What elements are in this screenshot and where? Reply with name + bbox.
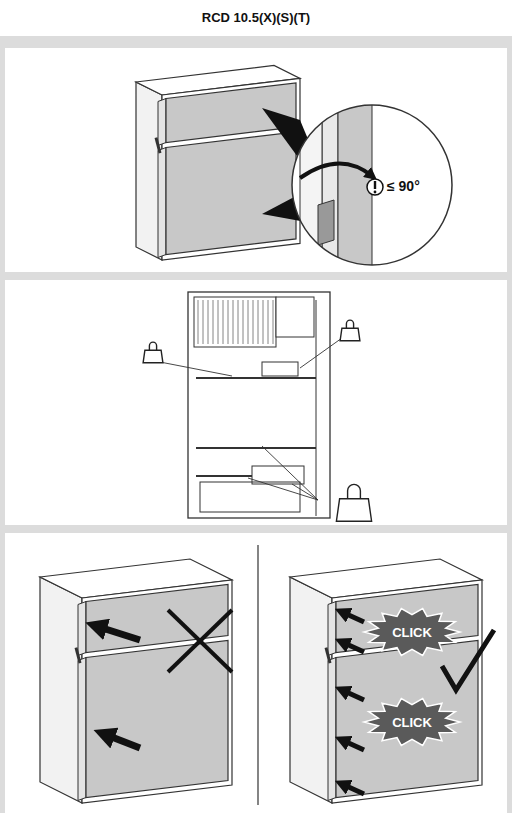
weight-handle xyxy=(346,320,353,328)
fridge-front xyxy=(82,580,232,803)
freezer-rib xyxy=(243,300,244,344)
click-burst: CLICK xyxy=(364,608,460,656)
door-edge xyxy=(158,148,166,258)
fridge-front xyxy=(332,580,482,803)
weight-body xyxy=(143,350,163,363)
weight-handle xyxy=(149,342,156,350)
door-handle xyxy=(76,648,80,664)
warning-bar xyxy=(374,181,376,189)
crisper xyxy=(200,482,300,512)
lens-content xyxy=(300,100,372,280)
cabinet-side xyxy=(300,118,322,280)
burst-text: CLICK xyxy=(364,698,460,746)
freezer-rib xyxy=(268,300,269,344)
fridge-side xyxy=(290,577,332,803)
weight-symbol xyxy=(336,484,371,521)
freezer-rib xyxy=(223,300,224,344)
door-edge xyxy=(78,658,86,801)
weight-symbol xyxy=(143,342,163,363)
freezer-rib xyxy=(213,300,214,344)
push-arrow xyxy=(342,642,364,652)
freezer-rib xyxy=(258,300,259,344)
push-arrow xyxy=(342,690,364,700)
leader-line xyxy=(160,362,232,376)
leader-line xyxy=(300,338,342,368)
freezer-rib xyxy=(253,300,254,344)
leader-line xyxy=(292,484,318,500)
lens-border xyxy=(292,105,452,265)
door-edge xyxy=(322,108,338,280)
freezer-rib xyxy=(248,300,249,344)
weight-symbol xyxy=(340,320,360,341)
push-arrow xyxy=(96,626,140,640)
panel xyxy=(5,533,507,813)
leader-line xyxy=(262,446,318,500)
fridge-front xyxy=(162,78,300,260)
angle-limit: ≤ 90° xyxy=(387,178,420,194)
freezer xyxy=(194,297,276,347)
shelf xyxy=(196,447,316,449)
push-arrow xyxy=(342,612,364,622)
push-arrow xyxy=(342,740,364,750)
title: RCD 10.5(X)(S)(T) xyxy=(0,0,512,36)
leader-line xyxy=(248,478,318,500)
door xyxy=(166,132,296,255)
fridge-open xyxy=(188,292,330,518)
cabinet xyxy=(188,292,330,518)
door xyxy=(86,584,228,652)
wrong-mark xyxy=(168,610,232,672)
open-arrow xyxy=(300,163,372,178)
burst-text: CLICK xyxy=(364,608,460,656)
door-edge xyxy=(158,99,166,146)
shelf xyxy=(196,377,316,379)
door xyxy=(86,640,228,797)
fridge-side xyxy=(40,577,82,803)
divider xyxy=(257,545,258,805)
fridge-closed xyxy=(136,65,300,260)
warning-dot xyxy=(374,191,377,194)
wrong-mark xyxy=(168,610,232,672)
door-edge xyxy=(328,602,336,656)
door-bin xyxy=(262,362,298,376)
weight-body xyxy=(340,328,360,341)
weight-handle xyxy=(348,484,361,498)
door-edge xyxy=(78,602,86,656)
freezer-rib xyxy=(228,300,229,344)
hinge xyxy=(318,200,334,245)
burst-outline xyxy=(364,609,460,656)
freezer-rib xyxy=(233,300,234,344)
freezer-rib xyxy=(238,300,239,344)
title-band xyxy=(0,0,512,36)
fridge-wrong xyxy=(40,559,232,803)
push-arrow xyxy=(104,734,140,748)
panel xyxy=(5,48,507,272)
weight-body xyxy=(336,499,371,521)
warning-icon xyxy=(367,179,383,195)
freezer-rib xyxy=(273,300,274,344)
panel xyxy=(5,280,507,525)
door xyxy=(336,640,478,797)
door-handle xyxy=(326,648,330,664)
click-burst: CLICK xyxy=(364,698,460,746)
freezer-door xyxy=(276,297,314,337)
burst-outline xyxy=(364,699,460,746)
freezer-rib xyxy=(218,300,219,344)
freezer-rib xyxy=(198,300,199,344)
door-liner xyxy=(316,300,317,516)
freezer-rib xyxy=(203,300,204,344)
freezer-rib xyxy=(263,300,264,344)
door-handle xyxy=(156,138,160,154)
push-arrow xyxy=(342,784,364,794)
door-edge xyxy=(328,658,336,801)
freezer-rib xyxy=(208,300,209,344)
